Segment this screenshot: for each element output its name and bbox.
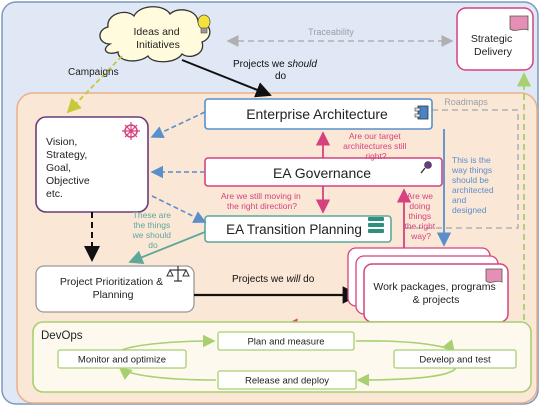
projects-should-text2: do <box>275 71 287 82</box>
vision-line3: Goal, <box>46 162 71 174</box>
magnifier-icon <box>420 161 432 174</box>
monitor-and-optimize-label: Monitor and optimize <box>78 355 166 366</box>
should-do-line3: we should <box>132 230 172 240</box>
roadmaps-line <box>402 109 519 229</box>
should-do-line4: do <box>148 240 158 250</box>
vision-line2: Strategy, <box>46 149 87 161</box>
devops-box <box>32 321 532 393</box>
project-prioritization-box <box>35 265 195 313</box>
campaigns-arrow <box>66 55 123 114</box>
target-question-line2: architectures still <box>343 141 406 151</box>
strategic-delivery-line2: Delivery <box>474 46 513 58</box>
svg-text:Work packages, programs &: Work packages, programs & projects <box>373 281 498 306</box>
way-things-line1: This is the <box>452 155 491 165</box>
svg-text:Are we doing things: Are we doing things the right way? <box>404 191 437 241</box>
prioritization-line2: Planning <box>93 289 134 301</box>
way-things-line3: should be <box>452 175 489 185</box>
work-packages-line1: Work packages, programs <box>373 281 495 293</box>
doing-right-line1: Are we <box>407 191 434 201</box>
vision-to-transition-arrow <box>151 195 207 223</box>
work-packages-line2: & projects <box>413 294 460 306</box>
devops-label: DevOps <box>41 330 83 342</box>
stack-icon <box>368 217 384 233</box>
transition-to-prioritization-arrow <box>128 231 206 265</box>
ideas-cloud <box>99 6 211 63</box>
should-do-line2: the things <box>133 220 170 230</box>
projects-will-text1: Projects we <box>232 274 286 285</box>
enterprise-architecture-label: Enterprise Architecture <box>246 106 388 122</box>
svg-text:These are the things w: These are the things we should do <box>132 210 174 250</box>
enterprise-architecture-box <box>204 98 433 130</box>
projects-will-text2: do <box>300 274 314 285</box>
ea-governance-label: EA Governance <box>273 165 371 181</box>
devops-cycle-bottom-left <box>118 367 217 381</box>
ideas-label-line1: Ideas and <box>133 26 179 38</box>
release-and-deploy-label: Release and deploy <box>245 376 329 387</box>
way-things-line5: and <box>452 195 466 205</box>
lightbulb-icon <box>197 14 211 34</box>
vision-line4: Objective <box>46 175 90 187</box>
direction-question-line1: Are we still moving in <box>221 191 301 201</box>
ideas-label-line2: Initiatives <box>136 39 180 51</box>
ship-wheel-icon <box>122 122 140 140</box>
doing-right-line4: the right <box>404 221 435 231</box>
doing-right-line2: doing <box>409 201 430 211</box>
scales-icon <box>166 266 190 282</box>
release-and-deploy-box <box>217 370 357 390</box>
target-question-line3: right? <box>365 151 387 161</box>
svg-text:Vision, Strategy, Goal: Vision, Strategy, Goal, Objective etc. <box>46 136 93 200</box>
doing-right-line5: way? <box>410 231 431 241</box>
svg-text:This is the way things: This is the way things should be archite… <box>451 155 496 215</box>
svg-text:Project Prioritization & P: Project Prioritization & Planning <box>60 276 166 301</box>
plan-and-measure-label: Plan and measure <box>247 337 324 348</box>
prioritization-line1: Project Prioritization & <box>60 276 163 288</box>
plan-and-measure-box <box>217 331 355 351</box>
way-things-line4: architected <box>452 185 494 195</box>
develop-and-test-box <box>393 349 517 369</box>
svg-text:Are our target architectur: Are our target architectures still right… <box>343 131 409 161</box>
deliverable-icon <box>509 15 529 31</box>
monitor-and-optimize-box <box>57 349 187 369</box>
component-icon <box>414 105 429 120</box>
ea-to-vision-arrow <box>150 111 206 139</box>
devops-cycle-bottom-right <box>356 367 457 387</box>
strategic-delivery-line1: Strategic <box>471 33 512 45</box>
develop-and-test-label: Develop and test <box>419 355 491 366</box>
projects-should-emph: should <box>287 59 317 70</box>
projects-will-label: Projects we will do <box>232 274 315 285</box>
projects-should-arrow <box>181 59 272 98</box>
way-things-line2: way things <box>451 165 492 175</box>
svg-text:Strategic Delivery: Strategic Delivery <box>471 33 515 58</box>
vision-line5: etc. <box>46 188 63 200</box>
svg-text:Ideas and Initiatives: Ideas and Initiatives <box>133 26 182 51</box>
ea-transition-planning-box <box>204 215 392 243</box>
traceability-label: Traceability <box>308 27 354 37</box>
projects-should-text1: Projects we <box>233 59 287 70</box>
svg-text:Are we still moving in the: Are we still moving in the right directi… <box>221 191 303 211</box>
work-package-icon <box>485 268 503 283</box>
roadmaps-label: Roadmaps <box>444 97 488 107</box>
projects-should-label: Projects we should do <box>233 59 320 82</box>
ea-transition-planning-label: EA Transition Planning <box>226 222 362 237</box>
target-question-line1: Are our target <box>349 131 402 141</box>
projects-will-emph: will <box>286 274 301 285</box>
way-things-line6: designed <box>452 205 487 215</box>
should-do-line1: These are <box>133 210 172 220</box>
direction-question-line2: the right direction? <box>227 201 297 211</box>
doing-right-line3: things <box>408 211 431 221</box>
vision-line1: Vision, <box>46 136 77 148</box>
campaigns-label: Campaigns <box>68 67 119 78</box>
